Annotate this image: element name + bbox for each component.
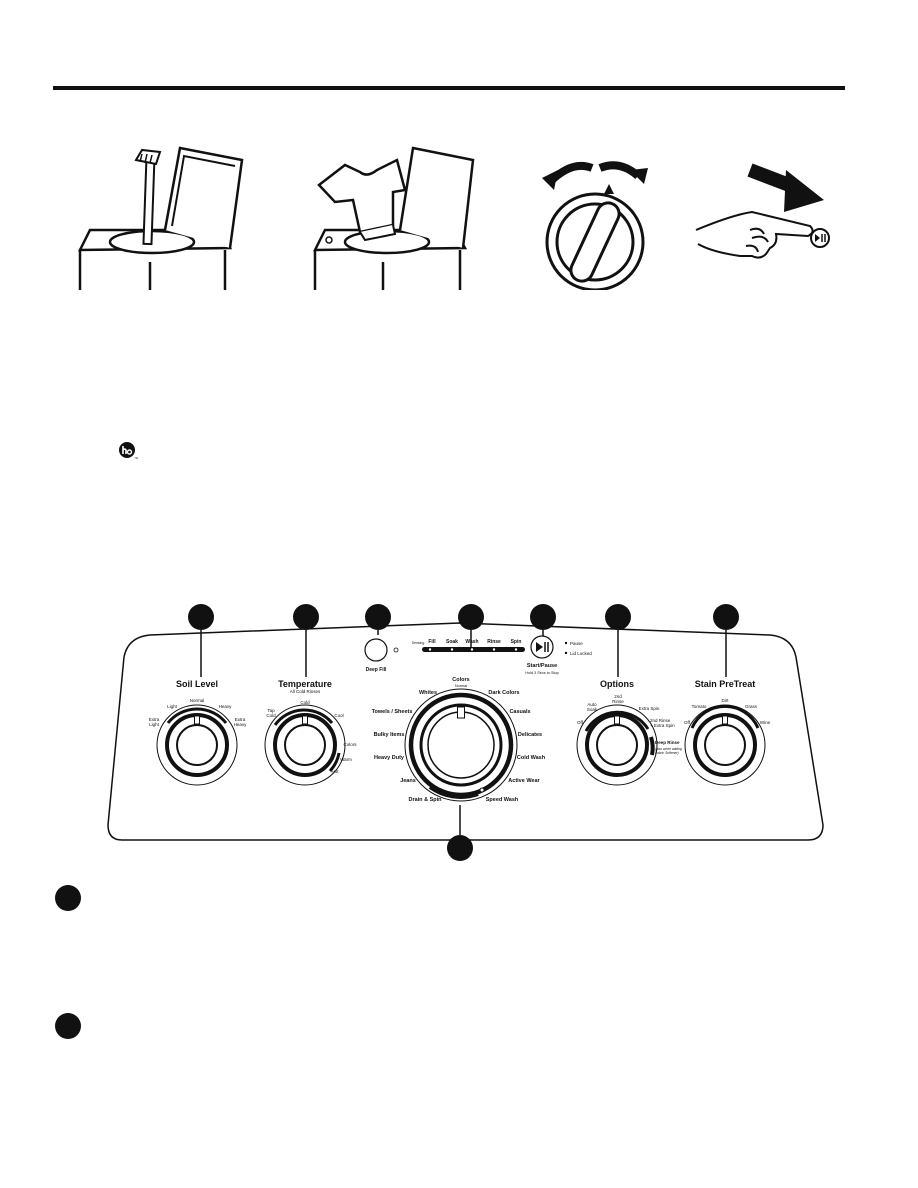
stage-soak-label: Soak [446,639,458,645]
stain-wine-label: Wine [760,720,771,725]
cycle-colors-label: Colors [452,677,469,683]
cycle-dial[interactable] [404,688,518,802]
start-pause-button[interactable] [530,635,554,659]
temp-cool-label: Cool [334,713,343,718]
stain-pretreat-dial[interactable] [684,704,766,786]
status-progress-bar [422,647,525,652]
soil-normal-label: Normal [190,698,205,703]
add-detergent-illustration [77,146,244,290]
cycle-status-section: Sensing Fill Soak Wash Rinse Spin [412,639,525,652]
stain-off-label: Off [684,720,691,725]
section-bullet-icon [55,1013,81,1039]
svg-text:™: ™ [134,456,138,461]
temperature-subtitle: All Cold Rinses [290,689,321,694]
soil-level-dial[interactable] [156,704,238,786]
soil-level-title: Soil Level [176,679,218,689]
temperature-section: Temperature All Cold Rinses Cold Cool Co… [264,679,357,786]
options-off-label: Off [577,720,584,725]
lid-locked-indicator-label: Lid Locked [570,651,592,656]
cycle-heavy-duty-label: Heavy Duty [374,755,405,761]
soil-heavy-label: Heavy [219,704,233,709]
stage-spin-label: Spin [511,639,522,645]
sensing-label: Sensing [412,641,425,645]
deep-fill-label: Deep Fill [366,667,387,673]
cycle-drain-spin-label: Drain & Spin [408,797,442,803]
cycle-dark-colors-label: Dark Colors [488,690,519,696]
cycle-speed-wash-label: Speed Wash [486,797,519,803]
pause-indicator-label: Pause [570,641,583,646]
cycle-whites-label: Whites [419,690,437,696]
options-2nd-rinse-extra-spin-label: 2nd Rinse+ Extra Spin [650,718,675,728]
deep-fill-button[interactable] [364,638,388,662]
cycle-active-wear-label: Active Wear [508,778,540,784]
callout-markers [188,604,739,861]
turn-dial-illustration [542,161,648,290]
stain-tomato-label: Tomato [692,704,707,709]
cycle-towels-sheets-label: Towels / Sheets [372,709,413,715]
options-deep-rinse-label: Deep Rinse [655,740,680,745]
temperature-title: Temperature [278,679,332,689]
he-logo-icon: ™ [119,442,138,461]
stage-fill-label: Fill [428,639,436,645]
cycle-bulky-items-label: Bulky Items [374,732,405,738]
load-clothes-illustration [312,146,475,290]
soil-light-label: Light [167,704,178,709]
temp-colors-label: Colors [343,742,357,747]
options-extra-spin-label: Extra Spin [639,706,660,711]
start-pause-section: Start/Pause Hold 3 Secs to Stop Pause Li… [525,635,592,675]
stage-wash-label: Wash [465,639,478,645]
stain-dirt-label: Dirt [722,698,730,703]
temp-hot-label: Hot [331,769,339,774]
cycle-normal-sublabel: Normal [455,684,467,688]
temp-cold-label: Cold [300,700,310,705]
start-pause-sublabel: Hold 3 Secs to Stop [525,671,559,675]
options-dial[interactable] [576,704,658,786]
section-bullet-icon [55,885,81,911]
cycle-delicates-label: Delicates [518,732,542,738]
press-start-illustration [695,163,830,259]
cycle-casuals-label: Casuals [509,709,530,715]
stain-pretreat-section: Stain PreTreat Off Tomato Dirt Grass Win… [684,679,771,786]
stain-grass-label: Grass [745,704,758,709]
options-title: Options [600,679,634,689]
stain-pretreat-title: Stain PreTreat [695,679,756,689]
cycle-cold-wash-label: Cold Wash [517,755,546,761]
stage-rinse-label: Rinse [487,639,501,645]
temperature-dial[interactable] [264,704,346,786]
header-rule [53,86,845,90]
temp-warm-label: Warm [340,757,352,762]
cycle-jeans-label: Jeans [400,778,416,784]
start-pause-label: Start/Pause [527,663,557,669]
cycle-selector-section: Colors Normal Whites Dark Colors Towels … [372,677,546,803]
deep-fill-section: Deep Fill [364,638,399,673]
